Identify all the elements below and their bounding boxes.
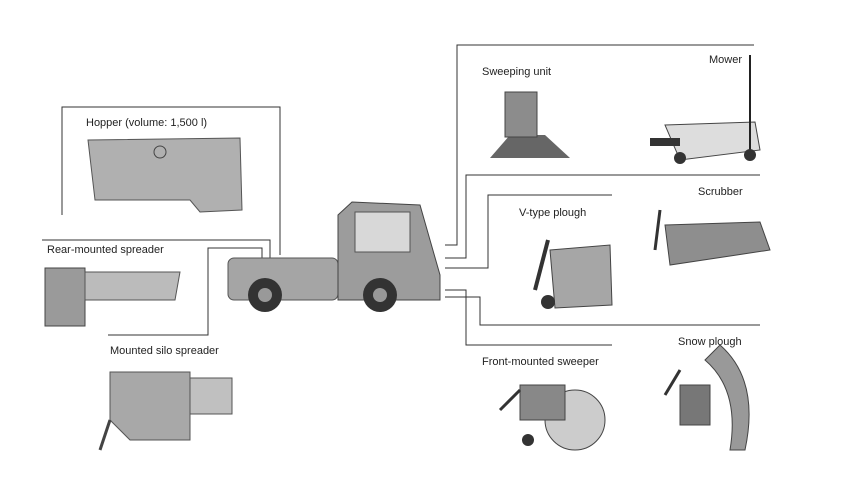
connector-front-sweeper	[445, 289, 612, 346]
connector-sweeping-unit	[445, 44, 754, 246]
silo-spreader-illustration	[98, 371, 233, 451]
scrubber-illustration	[653, 209, 771, 266]
label-v-plough: V-type plough	[519, 207, 587, 219]
label-silo-spreader: Mounted silo spreader	[110, 345, 219, 357]
label-scrubber: Scrubber	[698, 186, 743, 198]
label-sweeping-unit: Sweeping unit	[482, 66, 552, 78]
vehicle-illustration	[227, 201, 441, 312]
mower-illustration	[650, 55, 761, 164]
v-plough-illustration	[533, 239, 613, 309]
sweeping-unit-illustration	[490, 91, 570, 158]
connector-hopper	[61, 106, 281, 255]
label-mower: Mower	[709, 54, 743, 66]
rear-spreader-illustration	[44, 267, 181, 327]
connector-v-plough	[445, 194, 612, 269]
connector-scrubber	[445, 174, 760, 259]
label-front-sweeper: Front-mounted sweeper	[482, 356, 599, 368]
snow-plough-illustration	[663, 344, 750, 451]
front-sweeper-illustration	[498, 384, 606, 451]
connector-silo-spreader	[108, 247, 263, 336]
label-rear-spreader: Rear-mounted spreader	[47, 244, 164, 256]
hopper-illustration	[87, 137, 243, 213]
connector-snow-plough	[445, 296, 760, 326]
connector-lines	[42, 44, 760, 346]
connector-rear-spreader	[42, 239, 271, 258]
label-hopper: Hopper (volume: 1,500 l)	[86, 117, 208, 129]
label-snow-plough: Snow plough	[678, 336, 742, 348]
